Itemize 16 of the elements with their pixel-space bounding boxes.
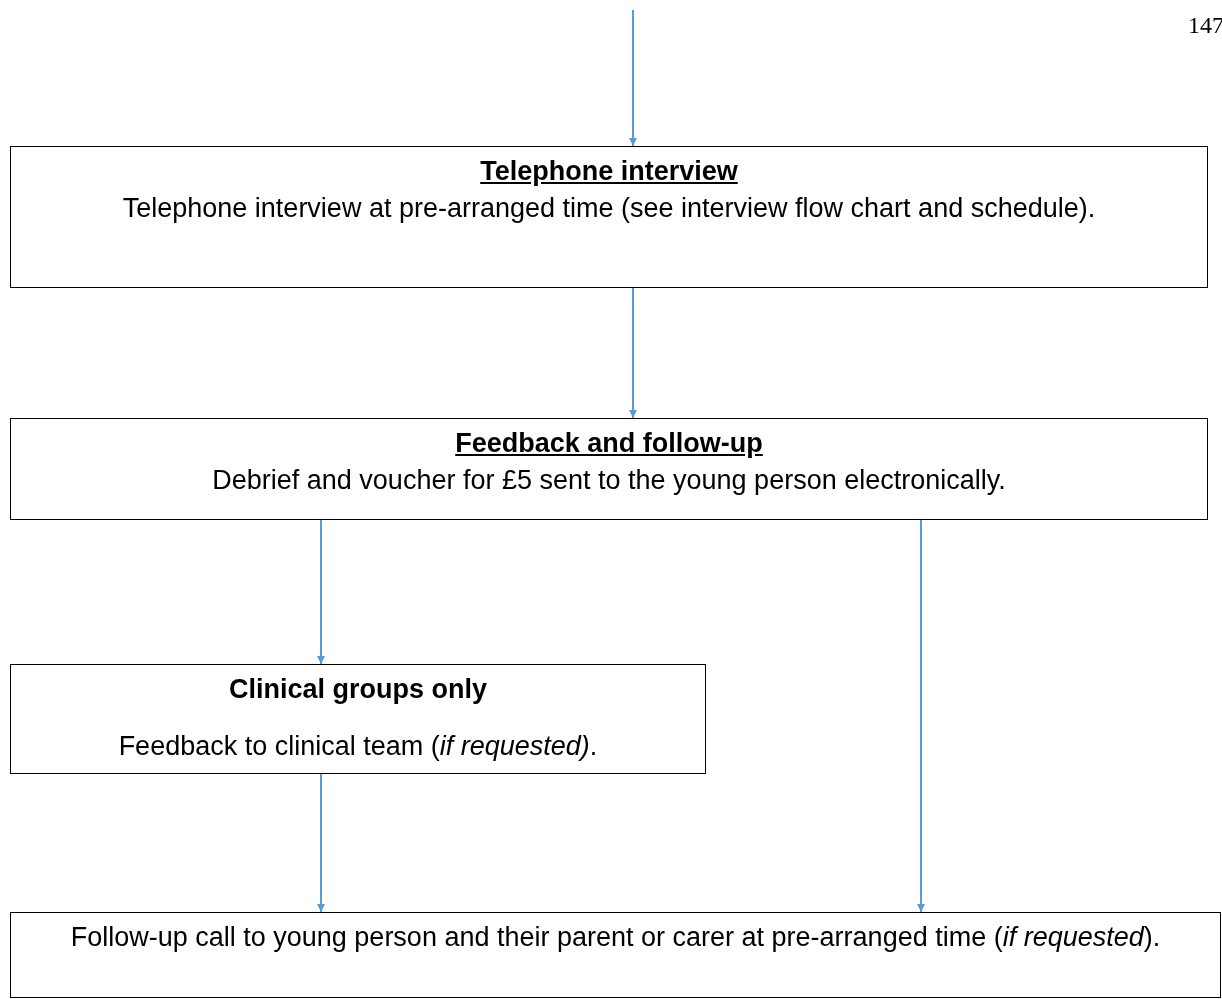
process-box bbox=[10, 146, 1208, 288]
process-box bbox=[10, 912, 1221, 998]
box-text: Debrief and voucher for £5 sent to the young person electronically. bbox=[211, 464, 1007, 497]
arrow bbox=[917, 519, 925, 913]
box-text: Feedback to clinical team (if requested). bbox=[117, 730, 599, 763]
arrow bbox=[629, 287, 637, 419]
box-text: Telephone interview at pre-arranged time (see interview flow chart and schedule). bbox=[121, 192, 1097, 225]
process-box bbox=[10, 664, 706, 774]
arrow bbox=[317, 519, 325, 665]
arrow bbox=[317, 773, 325, 913]
process-box bbox=[10, 418, 1208, 520]
box-heading: Clinical groups only bbox=[228, 673, 488, 706]
arrow bbox=[629, 9, 637, 147]
box-heading: Feedback and follow-up bbox=[454, 427, 764, 460]
box-heading: Telephone interview bbox=[479, 155, 739, 188]
box-text: Follow-up call to young person and their parent or carer at pre-arranged time (if requested). bbox=[69, 921, 1162, 954]
